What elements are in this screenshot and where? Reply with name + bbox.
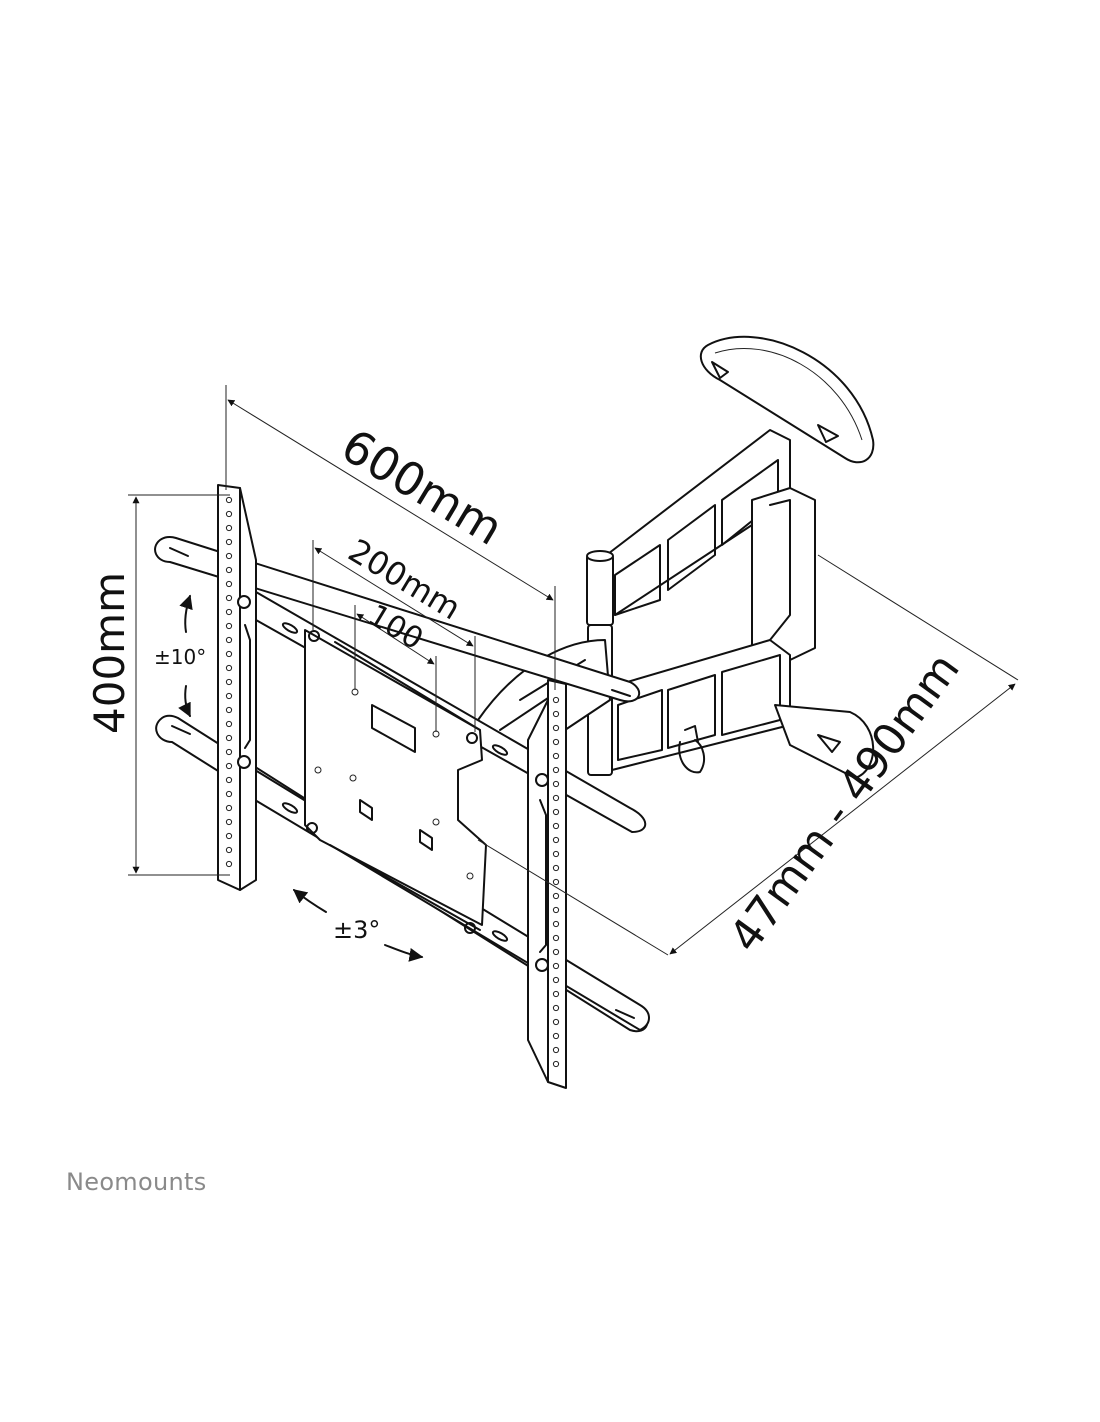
strap-hole <box>552 906 560 914</box>
tilt-arrows <box>178 594 193 718</box>
strap-hole <box>552 780 560 788</box>
strap-hole <box>552 920 560 928</box>
strap-hole <box>225 636 233 644</box>
strap-hole <box>225 776 233 784</box>
strap-hole <box>225 622 233 630</box>
strap-hole <box>552 976 560 984</box>
brand-logo: Neomounts <box>66 1168 207 1196</box>
strap-hole <box>552 1004 560 1012</box>
right-strap-holes <box>552 696 560 1068</box>
strap-hole <box>552 696 560 704</box>
strap-hole <box>225 720 233 728</box>
strap-hole <box>552 1032 560 1040</box>
strap-hole <box>552 1046 560 1054</box>
dimension-600-line <box>225 385 556 690</box>
swivel-arrows <box>292 889 424 962</box>
strap-hole <box>225 692 233 700</box>
strap-hole <box>225 790 233 798</box>
strap-hole <box>552 710 560 718</box>
strap-hole <box>225 664 233 672</box>
label-tilt: ±10° <box>154 645 206 669</box>
strap-hole <box>225 804 233 812</box>
strap-hole <box>225 650 233 658</box>
strap-hole <box>552 836 560 844</box>
strap-hole <box>225 762 233 770</box>
strap-hole <box>552 878 560 886</box>
strap-hole <box>552 1018 560 1026</box>
strap-hole <box>552 962 560 970</box>
dimension-200-line <box>312 540 476 732</box>
strap-hole <box>552 850 560 858</box>
strap-hole <box>552 724 560 732</box>
right-vertical-strap <box>527 679 567 1089</box>
label-400mm: 400mm <box>85 572 134 734</box>
strap-hole <box>225 608 233 616</box>
strap-hole <box>225 706 233 714</box>
left-vertical-strap <box>217 484 257 891</box>
strap-hole <box>225 818 233 826</box>
strap-hole <box>225 748 233 756</box>
dimension-depth-line <box>477 554 1019 956</box>
strap-hole <box>552 794 560 802</box>
strap-hole <box>225 678 233 686</box>
strap-hole <box>552 822 560 830</box>
strap-hole <box>552 934 560 942</box>
strap-hole <box>552 738 560 746</box>
strap-hole <box>225 846 233 854</box>
strap-hole <box>225 832 233 840</box>
strap-hole <box>552 990 560 998</box>
strap-hole <box>552 864 560 872</box>
dimension-100-line <box>354 605 437 732</box>
strap-hole <box>552 766 560 774</box>
wall-plate <box>699 335 875 464</box>
dimension-400-line <box>128 494 230 876</box>
strap-hole <box>225 734 233 742</box>
strap-hole <box>225 860 233 868</box>
strap-hole <box>552 892 560 900</box>
strap-hole <box>552 1060 560 1068</box>
strap-hole <box>552 752 560 760</box>
label-swivel: ±3° <box>333 916 380 944</box>
strap-hole <box>552 808 560 816</box>
strap-hole <box>552 948 560 956</box>
